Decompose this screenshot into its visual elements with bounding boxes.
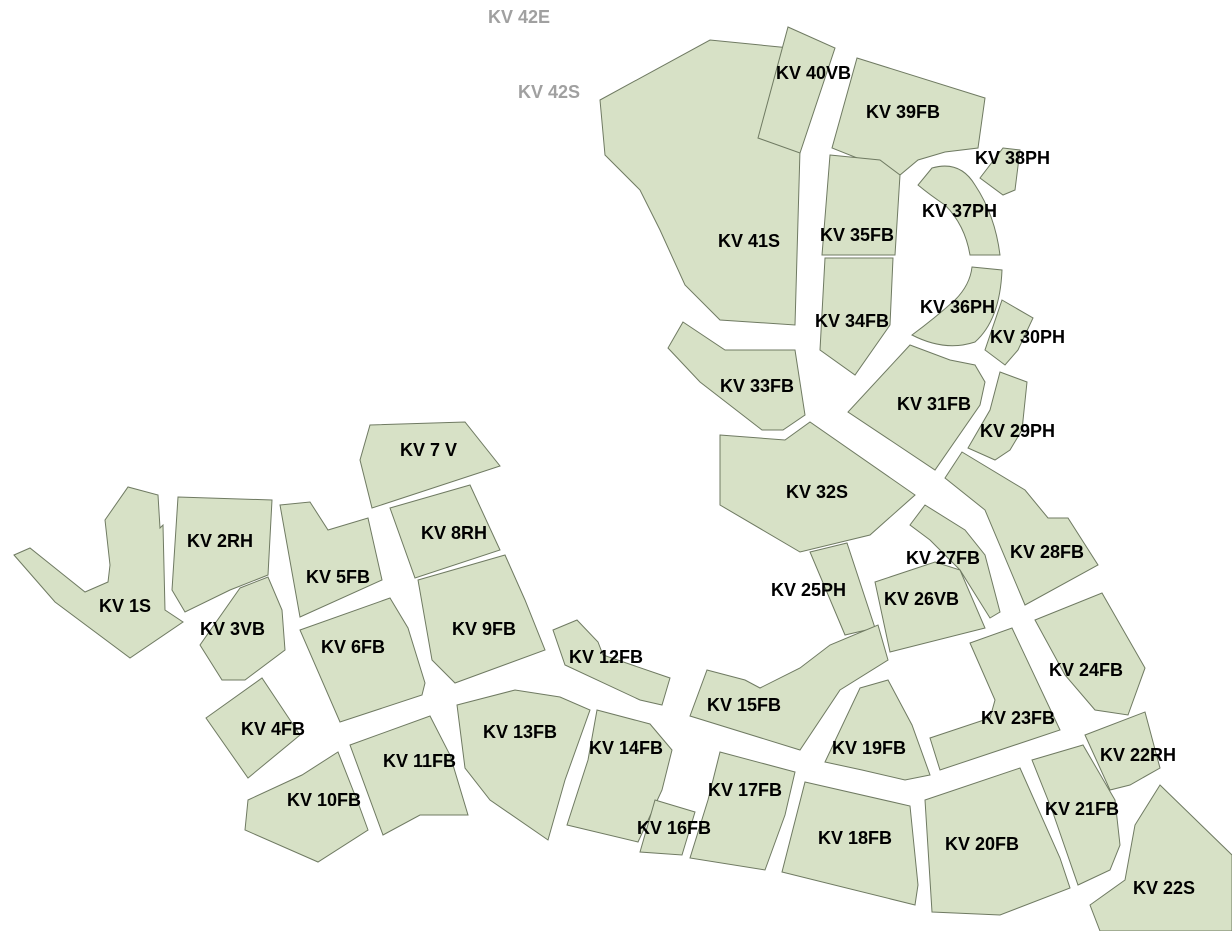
label-kv13fb: KV 13FB — [483, 722, 557, 742]
parcel-kv21fb[interactable] — [1031, 744, 1121, 886]
label-kv14fb: KV 14FB — [589, 738, 663, 758]
parcel-kv31fb[interactable] — [847, 344, 986, 471]
label-kv5fb: KV 5FB — [306, 567, 370, 587]
label-kv41s: KV 41S — [718, 231, 780, 251]
parcel-kv6fb[interactable] — [299, 597, 426, 723]
parcel-kv28fb[interactable] — [944, 451, 1099, 606]
label-kv22rh: KV 22RH — [1100, 745, 1176, 765]
parcel-kv33fb[interactable] — [667, 321, 806, 431]
label-kv24fb: KV 24FB — [1049, 660, 1123, 680]
label-kv11fb: KV 11FB — [383, 751, 456, 771]
parcel-kv41s[interactable] — [599, 39, 811, 326]
parcel-kv9fb[interactable] — [417, 554, 546, 684]
label-kv26vb: KV 26VB — [884, 589, 959, 609]
parcel-kv23fb[interactable] — [929, 627, 1061, 771]
parcel-kv26vb[interactable] — [874, 561, 986, 653]
parcel-kv2rh[interactable] — [171, 496, 273, 613]
parcel-kv5fb[interactable] — [279, 501, 383, 618]
label-kv7v: KV 7 V — [400, 440, 457, 460]
parcel-kv30ph[interactable] — [984, 299, 1034, 366]
label-kv33fb: KV 33FB — [720, 376, 794, 396]
label-kv3vb: KV 3VB — [200, 619, 265, 639]
parcel-kv15fb[interactable] — [689, 624, 889, 751]
label-kv27fb: KV 27FB — [906, 548, 980, 568]
parcel-kv13fb[interactable] — [456, 689, 591, 841]
label-kv1s: KV 1S — [99, 596, 151, 616]
ghost-label-kv42e: KV 42E — [488, 7, 550, 27]
parcel-kv20fb[interactable] — [924, 767, 1071, 916]
label-kv37ph: KV 37PH — [922, 201, 997, 221]
label-kv10fb: KV 10FB — [287, 790, 361, 810]
label-kv25ph: KV 25PH — [771, 580, 846, 600]
parcel-kv1s[interactable] — [13, 486, 184, 659]
label-kv29ph: KV 29PH — [980, 421, 1055, 441]
parcel-kv12fb[interactable] — [552, 619, 671, 706]
parcel-kv10fb[interactable] — [244, 751, 369, 863]
label-kv38ph: KV 38PH — [975, 148, 1050, 168]
label-kv4fb: KV 4FB — [241, 719, 305, 739]
label-kv31fb: KV 31FB — [897, 394, 971, 414]
label-kv36ph: KV 36PH — [920, 297, 995, 317]
label-kv28fb: KV 28FB — [1010, 542, 1084, 562]
label-kv20fb: KV 20FB — [945, 834, 1019, 854]
label-kv39fb: KV 39FB — [866, 102, 940, 122]
parcel-kv11fb[interactable] — [349, 715, 469, 836]
label-kv32s: KV 32S — [786, 482, 848, 502]
parcel-kv3vb[interactable] — [199, 576, 286, 681]
parcel-kv22rh[interactable] — [1084, 711, 1161, 791]
parcel-kv19fb[interactable] — [824, 679, 931, 781]
label-kv16fb: KV 16FB — [637, 818, 711, 838]
parcel-kv27fb[interactable] — [909, 504, 1001, 619]
parcel-kv22s[interactable] — [1089, 784, 1232, 931]
label-kv15fb: KV 15FB — [707, 695, 781, 715]
label-kv8rh: KV 8RH — [421, 523, 487, 543]
parcel-kv7v[interactable] — [359, 421, 501, 509]
parcel-kv29ph[interactable] — [967, 371, 1028, 461]
parcel-kv36ph[interactable] — [911, 266, 1003, 347]
parcel-kv35fb[interactable] — [821, 154, 901, 256]
label-kv17fb: KV 17FB — [708, 780, 782, 800]
label-kv18fb: KV 18FB — [818, 828, 892, 848]
parcel-kv37ph[interactable] — [917, 165, 1001, 256]
label-kv21fb: KV 21FB — [1045, 799, 1119, 819]
label-kv35fb: KV 35FB — [820, 225, 894, 245]
parcel-kv38ph[interactable] — [979, 147, 1021, 196]
label-kv12fb: KV 12FB — [569, 647, 643, 667]
label-kv22s: KV 22S — [1133, 878, 1195, 898]
label-kv19fb: KV 19FB — [832, 738, 906, 758]
label-kv6fb: KV 6FB — [321, 637, 385, 657]
parcel-kv8rh[interactable] — [389, 484, 501, 579]
parcel-kv18fb[interactable] — [781, 781, 919, 906]
label-kv23fb: KV 23FB — [981, 708, 1055, 728]
parcel-kv4fb[interactable] — [205, 677, 301, 779]
parcel-kv40vb[interactable] — [757, 26, 836, 154]
label-kv9fb: KV 9FB — [452, 619, 516, 639]
parcel-kv34fb[interactable] — [819, 257, 894, 376]
ghost-label-kv42s: KV 42S — [518, 82, 580, 102]
parcel-kv32s[interactable] — [719, 421, 916, 553]
parcel-kv24fb[interactable] — [1034, 592, 1146, 716]
parcel-kv16fb[interactable] — [639, 799, 696, 856]
parcel-kv17fb[interactable] — [689, 751, 796, 871]
parcel-kv39fb[interactable] — [831, 57, 986, 176]
label-kv2rh: KV 2RH — [187, 531, 253, 551]
label-kv34fb: KV 34FB — [815, 311, 889, 331]
label-kv30ph: KV 30PH — [990, 327, 1065, 347]
label-kv40vb: KV 40VB — [776, 63, 851, 83]
